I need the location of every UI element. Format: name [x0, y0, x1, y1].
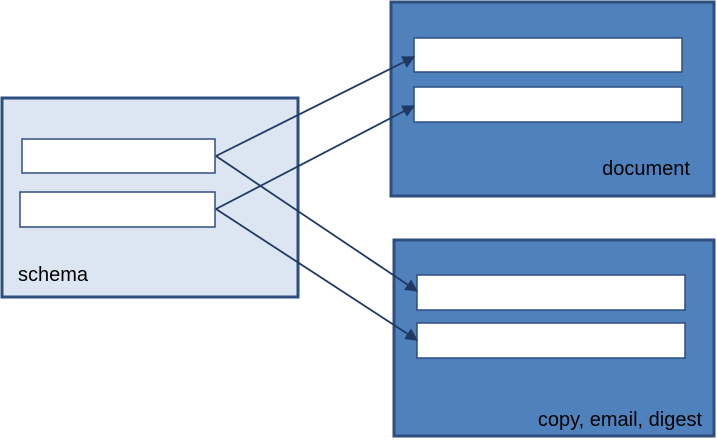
secondary-field-2 — [416, 322, 686, 359]
secondary-field-1 — [416, 274, 686, 311]
document-field-2 — [413, 86, 683, 123]
schema-label: schema — [18, 264, 89, 286]
schema-field-2 — [19, 191, 216, 228]
document-box: document — [389, 0, 716, 198]
secondary-box: copy, email, digest — [392, 238, 716, 438]
secondary-label: copy, email, digest — [538, 409, 703, 431]
document-label: document — [602, 158, 690, 180]
arrow-schema1-to-secondary1 — [215, 155, 419, 292]
arrow-schema2-to-document2 — [215, 105, 416, 210]
document-field-1 — [413, 37, 683, 73]
schema-field-1 — [21, 138, 216, 174]
arrow-schema2-to-secondary2 — [215, 208, 419, 341]
arrow-schema1-to-document1 — [215, 56, 416, 157]
schema-box: schema — [0, 96, 300, 299]
